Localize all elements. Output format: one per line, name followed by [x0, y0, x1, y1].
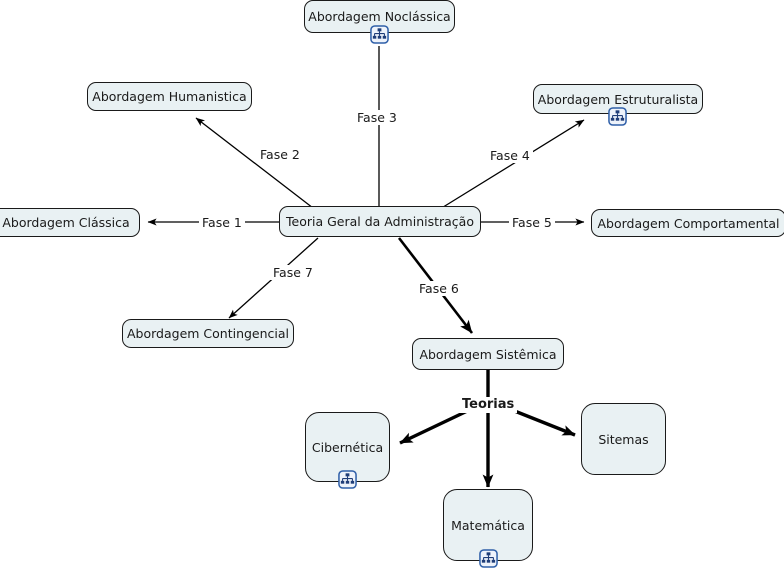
edge-label-fase4: Fase 4 [487, 148, 533, 163]
edge-label-fase7: Fase 7 [270, 265, 316, 280]
node-label: Abordagem Noclássica [308, 9, 451, 24]
node-label: Sitemas [598, 431, 649, 447]
node-label: Matemática [451, 517, 525, 533]
node-teoria-geral-da-administracao[interactable]: Teoria Geral da Administração [279, 206, 481, 237]
node-abordagem-contingencial[interactable]: Abordagem Contingencial [122, 319, 294, 348]
hierarchy-icon [338, 470, 357, 489]
edge-label-fase3: Fase 3 [354, 110, 400, 125]
node-label: Abordagem Contingencial [126, 326, 290, 341]
edge-fase2 [195, 117, 314, 209]
node-abordagem-classica[interactable]: Abordagem Clássica [0, 208, 140, 237]
edge-label-fase5: Fase 5 [509, 215, 555, 230]
node-label: Abordagem Comportamental [597, 215, 780, 231]
node-label: Abordagem Humanistica [92, 89, 247, 104]
node-label: Abordagem Sistêmica [419, 346, 557, 362]
edge-label-teorias: Teorias [459, 397, 518, 413]
node-abordagem-sistemica[interactable]: Abordagem Sistêmica [412, 338, 564, 370]
node-label: Abordagem Clássica [2, 215, 130, 230]
edge-label-fase2: Fase 2 [257, 147, 303, 162]
hierarchy-icon [370, 25, 389, 44]
hierarchy-icon [479, 549, 498, 568]
node-label: Teoria Geral da Administração [286, 214, 474, 229]
node-abordagem-humanistica[interactable]: Abordagem Humanistica [87, 82, 252, 111]
hierarchy-icon [608, 107, 627, 126]
node-label: Cibernética [311, 439, 384, 455]
node-label: Abordagem Estruturalista [537, 91, 699, 107]
node-abordagem-comportamental[interactable]: Abordagem Comportamental [591, 209, 784, 237]
node-matematica[interactable]: Matemática [443, 489, 533, 561]
edge-label-fase6: Fase 6 [416, 281, 462, 296]
edge-label-fase1: Fase 1 [199, 215, 245, 230]
edge-fase4 [439, 119, 585, 210]
node-sitemas[interactable]: Sitemas [581, 403, 666, 475]
